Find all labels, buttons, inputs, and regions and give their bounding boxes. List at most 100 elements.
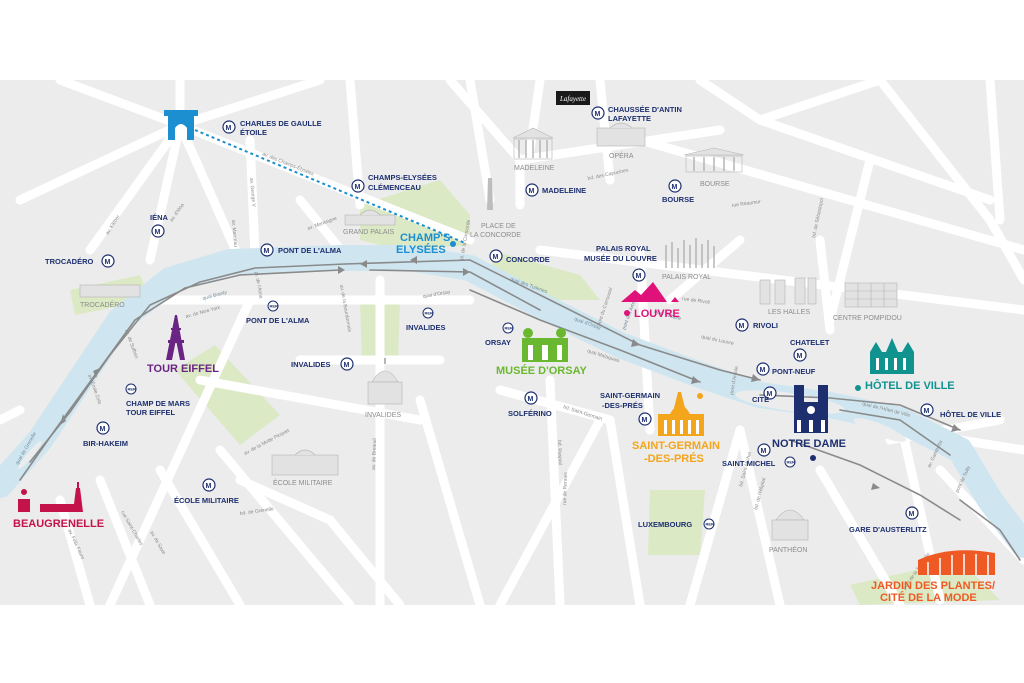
station-pont-de-lalma-rer[interactable]: RER PONT DE L'ALMA — [246, 300, 310, 325]
station-label: PALAIS ROYAL — [596, 244, 651, 253]
station-luxembourg[interactable]: LUXEMBOURG RER — [638, 518, 715, 530]
station-label: HÔTEL DE VILLE — [940, 410, 1001, 419]
place-de-la-concorde-label-1: PLACE DE — [481, 223, 516, 230]
metro-icon: M — [525, 183, 539, 197]
station-trocadero[interactable]: TROCADÉRO M — [45, 254, 115, 268]
svg-text:M: M — [155, 229, 161, 236]
champs-elysees-connector — [194, 129, 466, 244]
station-label: PONT DE L'ALMA — [278, 246, 342, 255]
batobus-route-arrowheads — [60, 256, 960, 490]
station-charles-de-gaulle[interactable]: M CHARLES DE GAULLE ÉTOILE — [222, 119, 322, 137]
concorde-obelisk: PLACE DE LA CONCORDE — [470, 178, 521, 239]
station-pont-neuf[interactable]: M PONT-NEUF — [756, 362, 816, 376]
svg-text:M: M — [493, 254, 499, 261]
svg-text:M: M — [924, 408, 930, 415]
station-bourse[interactable]: M BOURSE — [662, 179, 694, 204]
rer-icon: RER — [784, 456, 796, 468]
rer-icon: RER — [125, 383, 137, 395]
station-rivoli[interactable]: M RIVOLI — [735, 318, 778, 332]
batobus-stop-notre-dame[interactable]: NOTRE DAME — [772, 385, 846, 461]
station-iena[interactable]: IÉNA M — [150, 213, 169, 238]
station-solferino[interactable]: M SOLFÉRINO — [508, 391, 552, 418]
hotel-de-ville-icon — [870, 338, 914, 374]
station-chatelet[interactable]: CHATELET M — [790, 338, 830, 362]
champs-elysees-label-1: CHAMP'S — [400, 232, 450, 244]
svg-text:M: M — [264, 248, 270, 255]
park-luxembourg — [648, 490, 705, 555]
station-chaussee-dantin[interactable]: M CHAUSSÉE D'ANTIN LAFAYETTE — [591, 105, 682, 123]
metro-icon: M — [757, 443, 771, 457]
grand-palais-label: GRAND PALAIS — [343, 229, 395, 236]
batobus-stop-jardin-des-plantes[interactable]: JARDIN DES PLANTES/ CITÉ DE LA MODE — [871, 550, 995, 604]
street-label: rue de Rennes — [562, 472, 569, 505]
palais-royal-label: PALAIS ROYAL — [662, 274, 711, 281]
station-label: GARE D'AUSTERLITZ — [849, 525, 927, 534]
batobus-stop-louvre[interactable]: LOUVRE — [621, 282, 680, 320]
svg-text:M: M — [528, 396, 534, 403]
station-pont-de-lalma-metro[interactable]: M PONT DE L'ALMA — [260, 243, 342, 257]
station-madeleine[interactable]: M MADELEINE — [525, 183, 586, 197]
centre-pompidou-landmark: CENTRE POMPIDOU — [833, 282, 902, 322]
musee-dorsay-icon — [522, 328, 568, 362]
metro-icon: M — [96, 421, 110, 435]
station-saint-germain[interactable]: SAINT-GERMAIN -DES-PRÉS M — [600, 391, 660, 426]
notre-dame-icon — [794, 385, 828, 433]
station-saint-michel[interactable]: M RER SAINT MICHEL — [722, 443, 796, 468]
metro-icon: M — [351, 179, 365, 193]
station-label: SAINT-GERMAIN — [600, 391, 660, 400]
station-champ-de-mars[interactable]: RER CHAMP DE MARS TOUR EIFFEL — [125, 383, 190, 417]
batobus-stop-beaugrenelle[interactable]: BEAUGRENELLE — [13, 482, 104, 530]
station-palais-royal[interactable]: PALAIS ROYAL MUSÉE DU LOUVRE M — [584, 244, 657, 282]
station-champs-elysees-clemenceau[interactable]: M CHAMPS-ELYSÉES CLÉMENCEAU — [351, 173, 437, 193]
metro-icon: M — [668, 179, 682, 193]
metro-icon: M — [340, 357, 354, 371]
station-label: CLÉMENCEAU — [368, 183, 421, 192]
station-gare-austerlitz[interactable]: M GARE D'AUSTERLITZ — [849, 506, 927, 534]
saint-germain-label-1: SAINT-GERMAIN — [632, 440, 720, 452]
louvre-label: LOUVRE — [634, 308, 680, 320]
river-seine — [0, 245, 1024, 558]
landmarks: TROCADÉRO GRAND PALAIS PLACE DE LA CONCO… — [79, 122, 902, 554]
svg-text:M: M — [761, 448, 767, 455]
metro-icon: M — [222, 120, 236, 134]
station-label: PONT DE L'ALMA — [246, 316, 310, 325]
station-cite[interactable]: M CITÉ — [752, 386, 777, 404]
arc-de-triomphe-icon — [164, 110, 198, 140]
station-bir-hakeim[interactable]: M BIR-HAKEIM — [83, 421, 128, 448]
station-label: CHAUSSÉE D'ANTIN — [608, 105, 682, 114]
ecole-militaire-label: ÉCOLE MILITAIRE — [273, 478, 333, 487]
opera-landmark: OPÉRA — [596, 122, 646, 160]
hotel-de-ville-label: HÔTEL DE VILLE — [865, 379, 955, 392]
station-ecole-militaire[interactable]: M ÉCOLE MILITAIRE — [174, 478, 239, 505]
batobus-stop-champs-elysees[interactable]: CHAMP'S ELYSÉES — [396, 232, 456, 256]
station-invalides-metro[interactable]: INVALIDES M — [291, 357, 354, 371]
station-concorde[interactable]: M CONCORDE — [489, 249, 550, 264]
metro-icon: M — [151, 224, 165, 238]
batobus-stop-saint-germain[interactable]: SAINT-GERMAIN -DES-PRÉS — [632, 392, 720, 465]
station-label: CONCORDE — [506, 255, 550, 264]
notre-dame-label: NOTRE DAME — [772, 438, 846, 450]
batobus-stop-musee-dorsay[interactable]: MUSÉE D'ORSAY — [496, 328, 588, 377]
les-halles-landmark: LES HALLES — [759, 277, 817, 316]
galeries-lafayette-logo: Lafayette — [556, 91, 590, 105]
pantheon-label: PANTHÉON — [769, 545, 807, 554]
svg-text:M: M — [909, 511, 915, 518]
station-label: -DES-PRÉS — [602, 401, 643, 410]
metro-icon: M — [632, 268, 646, 282]
jardin-des-plantes-label-2: CITÉ DE LA MODE — [880, 591, 977, 604]
svg-text:RER: RER — [505, 326, 514, 331]
station-hotel-de-ville[interactable]: M HÔTEL DE VILLE — [920, 403, 1001, 419]
svg-text:RER: RER — [706, 522, 715, 527]
svg-text:M: M — [226, 125, 232, 132]
svg-text:M: M — [672, 184, 678, 191]
station-label: MUSÉE DU LOUVRE — [584, 254, 657, 263]
station-orsay[interactable]: RER ORSAY — [485, 322, 514, 347]
centre-pompidou-label: CENTRE POMPIDOU — [833, 315, 902, 322]
station-label: RIVOLI — [753, 321, 778, 330]
batobus-stop-hotel-de-ville[interactable]: HÔTEL DE VILLE — [855, 338, 955, 392]
svg-text:RER: RER — [425, 311, 434, 316]
batobus-stop-tour-eiffel[interactable]: TOUR EIFFEL — [147, 315, 219, 375]
svg-text:RER: RER — [270, 304, 279, 309]
station-invalides-rer[interactable]: RER INVALIDES — [406, 307, 445, 332]
